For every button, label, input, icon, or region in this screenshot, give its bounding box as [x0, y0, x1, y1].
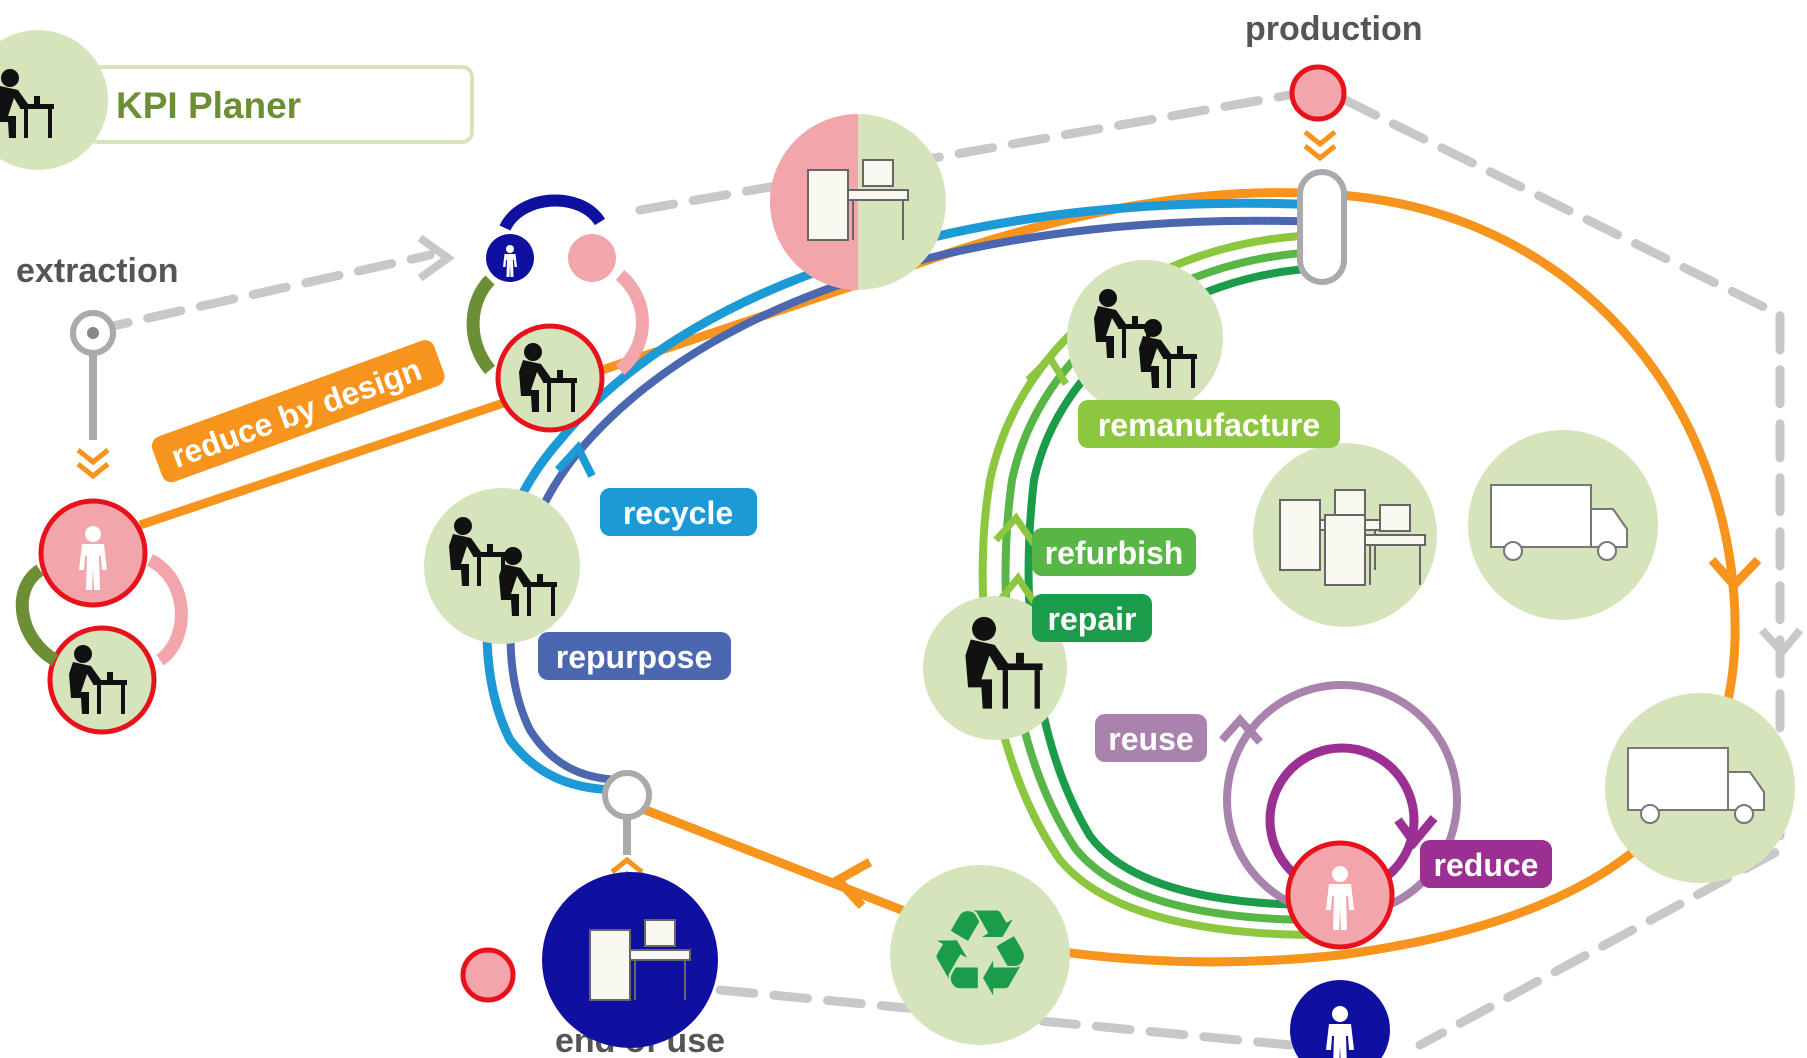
- reuse-arrow-head: [1219, 714, 1263, 745]
- svg-text:remanufacture: remanufacture: [1098, 407, 1320, 443]
- production-node: [1297, 130, 1347, 285]
- orange-loop: [138, 188, 1740, 967]
- flow-design-to-production: [635, 90, 1295, 215]
- recycling-node: [890, 865, 1070, 1045]
- svg-text:repair: repair: [1048, 601, 1137, 637]
- pill-repair: repair: [1032, 594, 1152, 642]
- end-of-use-furniture-node: [542, 872, 718, 1048]
- svg-text:reduce by design: reduce by design: [166, 351, 426, 475]
- page-title: KPI Planer: [116, 85, 301, 126]
- navy-cycle-arrow: [499, 194, 606, 232]
- pink-cycle-arrow: [146, 554, 188, 666]
- pill-recycle: recycle: [600, 488, 757, 536]
- orange-arrow-bottom: [830, 858, 873, 910]
- pill-reduce: reduce: [1420, 840, 1552, 888]
- pill-refurbish: refurbish: [1032, 528, 1196, 576]
- pink-design-arrow: [615, 270, 649, 375]
- reduce-arrow-head: [1394, 815, 1438, 850]
- end-of-use-person-marker: [460, 947, 516, 1003]
- stage-production: production: [1245, 10, 1423, 48]
- grey-arrow-head-right: [1759, 627, 1804, 659]
- olive-cycle-arrow: [15, 564, 59, 666]
- design-pink-person: [568, 234, 616, 282]
- recycling-symbol-icon: ♻: [926, 885, 1034, 1024]
- olive-design-arrow: [466, 275, 496, 375]
- pill-repurpose: repurpose: [538, 632, 731, 680]
- pill-reuse: reuse: [1095, 714, 1207, 762]
- pill-reduce-by-design: reduce by design: [151, 340, 445, 483]
- production-furniture-node: [770, 114, 946, 290]
- recycle-arrow-head: [555, 440, 596, 478]
- svg-text:recycle: recycle: [623, 495, 733, 531]
- flow-extraction-to-design: [90, 250, 435, 335]
- recycle-arc: [482, 198, 1321, 795]
- flow-production-to-right: [1340, 95, 1785, 1050]
- stage-extraction: extraction: [16, 252, 179, 290]
- svg-text:reduce: reduce: [1434, 847, 1539, 883]
- end-of-use-node: [602, 770, 652, 888]
- repair-worker-node: [923, 596, 1067, 740]
- pill-remanufacture: remanufacture: [1078, 400, 1340, 448]
- production-person-marker: [1289, 64, 1347, 122]
- svg-text:refurbish: refurbish: [1045, 535, 1184, 571]
- svg-text:repurpose: repurpose: [556, 639, 712, 675]
- kpi-planer-header: KPI Planer: [0, 30, 474, 170]
- green-arrow-heads: [993, 352, 1069, 604]
- orange-arrow-right: [1708, 556, 1762, 592]
- extraction-node: [70, 310, 116, 480]
- svg-text:reuse: reuse: [1108, 721, 1193, 757]
- grey-arrow-head: [417, 234, 455, 282]
